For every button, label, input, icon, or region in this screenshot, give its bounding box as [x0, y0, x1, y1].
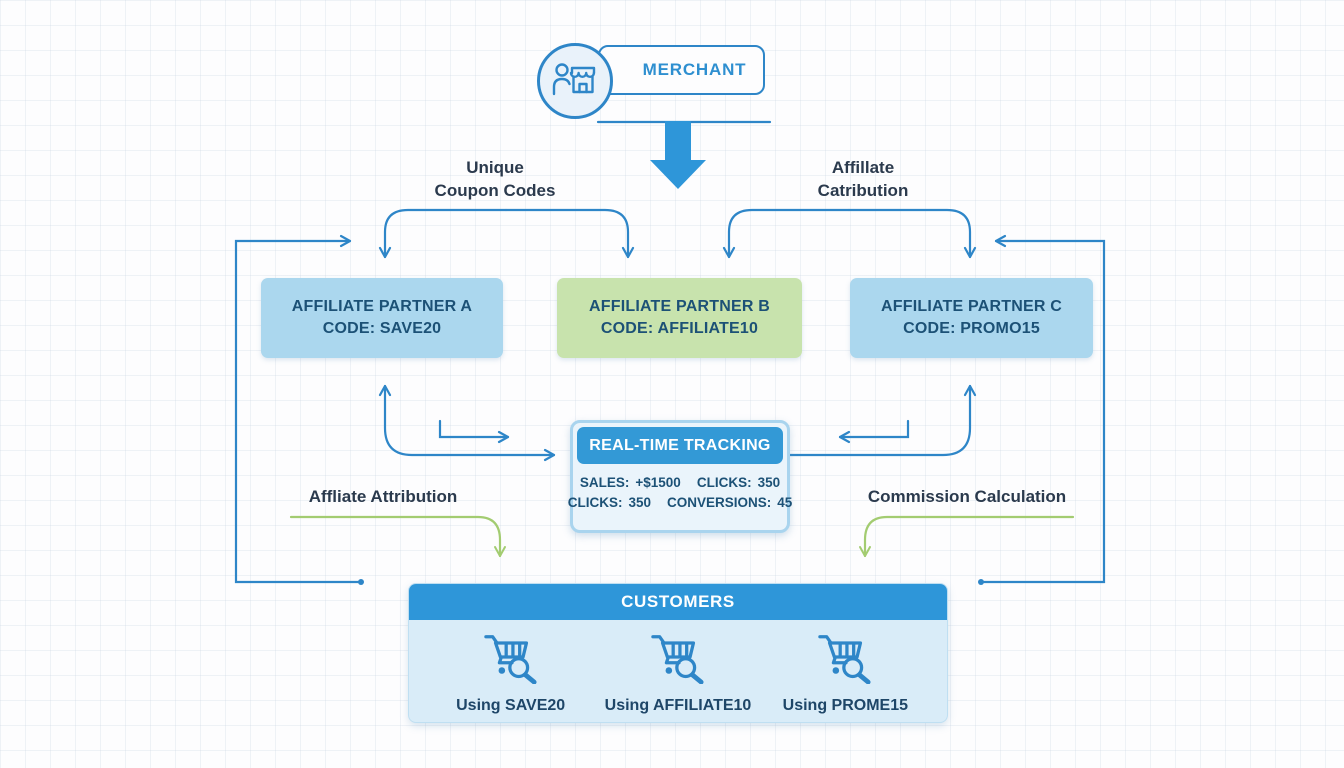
merchant-label: MERCHANT [642, 60, 747, 79]
small-bracket-right-arrow [838, 419, 910, 444]
customers-body: Using SAVE20 Using AFFILIATE10 [409, 620, 947, 721]
partner-c-node: AFFILIATE PARTNER C CODE: PROMO15 [850, 278, 1093, 358]
partner-a-name: AFFILIATE PARTNER A [291, 298, 473, 315]
partner-c-name: AFFILIATE PARTNER C [881, 298, 1062, 315]
customers-title: CUSTOMERS [621, 592, 735, 611]
catribution-bracket-left-arrow [722, 208, 851, 259]
stat-clicks-1: CLICKS: 350 [696, 475, 781, 490]
label-affiliate-attribution: Affliate Attribution [308, 487, 458, 506]
merchant-down-arrow [650, 121, 706, 189]
customer-item: Using AFFILIATE10 [594, 630, 761, 715]
customer-code-label: Using AFFILIATE10 [604, 697, 752, 714]
merchant-store-icon [551, 58, 599, 105]
partner-c-up-arrow [788, 384, 977, 457]
tracking-stats: SALES: +$1500 CLICKS: 350 CLICKS: 350 CO… [568, 475, 793, 510]
merchant-avatar [537, 43, 613, 119]
cart-search-icon [816, 630, 874, 689]
label-commission-calculation: Commission Calculation [867, 487, 1067, 506]
stat-sales: SALES: +$1500 [579, 475, 681, 490]
customer-code-label: Using PROME15 [782, 697, 908, 714]
small-bracket-left-arrow [438, 419, 510, 444]
cart-search-icon [649, 630, 707, 689]
commission-green-arrow [859, 515, 1075, 558]
stat-clicks-2: CLICKS: 350 [567, 495, 651, 510]
left-loop-dot [358, 579, 364, 585]
tracking-node: REAL-TIME TRACKING SALES: +$1500 CLICKS:… [568, 420, 793, 533]
coupon-bracket-right-arrow [504, 208, 635, 259]
coupon-bracket-left-arrow [378, 208, 508, 259]
customer-item: Using PROME15 [762, 630, 929, 715]
merchant-node: MERCHANT [598, 45, 765, 95]
stat-conversions: CONVERSIONS: 45 [667, 495, 793, 510]
tracking-header: REAL-TIME TRACKING [577, 427, 783, 464]
customer-code-label: Using SAVE20 [456, 697, 566, 714]
partner-a-up-arrow [378, 384, 450, 457]
catribution-bracket-right-arrow [847, 208, 977, 259]
right-loop-dot [978, 579, 984, 585]
label-affiliate-catribution: Affillate Catribution [817, 158, 909, 200]
partner-b-node: AFFILIATE PARTNER B CODE: AFFILIATE10 [557, 278, 802, 358]
attribution-green-arrow [289, 515, 506, 558]
customers-header: CUSTOMERS [409, 584, 947, 620]
tracking-title: REAL-TIME TRACKING [589, 436, 771, 454]
partner-a-node: AFFILIATE PARTNER A CODE: SAVE20 [261, 278, 503, 358]
customers-node: CUSTOMERS Using SAVE20 [408, 583, 948, 723]
customer-item: Using SAVE20 [427, 630, 594, 715]
cart-search-icon [482, 630, 540, 689]
partner-b-code: CODE: AFFILIATE10 [600, 320, 759, 337]
partner-b-name: AFFILIATE PARTNER B [589, 298, 770, 315]
partner-a-code: CODE: SAVE20 [322, 320, 442, 337]
label-unique-coupon-codes: Unique Coupon Codes [434, 158, 556, 200]
partner-c-code: CODE: PROMO15 [903, 320, 1040, 337]
